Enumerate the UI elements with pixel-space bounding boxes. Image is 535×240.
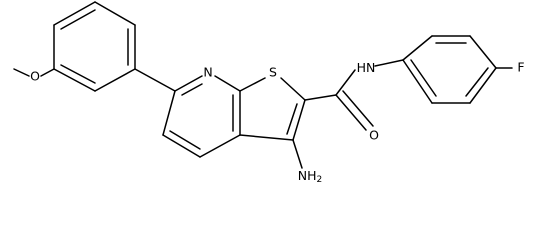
ether-oxygen-label: O: [30, 69, 40, 84]
amino-bond: [292, 139, 303, 169]
amide-nitrogen-label: HN: [357, 60, 376, 75]
fluorine-label: F: [517, 60, 524, 75]
bond-layer: [13, 1, 513, 169]
carbonyl-oxygen-label: O: [369, 128, 379, 143]
chemical-structure-diagram: O N S HN O NH2 F: [13, 1, 525, 185]
atom-label-layer: O N S HN O NH2 F: [30, 60, 525, 185]
pyridine-ring: [162, 75, 241, 158]
fluorophenyl-ring: [402, 35, 497, 104]
carboxamide-group: [304, 59, 404, 131]
biaryl-bond: [134, 68, 176, 92]
thiophene-ring: [239, 77, 306, 141]
methoxy-group: [13, 68, 55, 77]
thiophene-sulfur-label: S: [269, 65, 277, 80]
amino-n-symbol: N: [298, 168, 307, 183]
amino-group-label: NH2: [298, 168, 323, 185]
amide-n-symbol: N: [366, 60, 375, 75]
amino-h-symbol: H: [307, 168, 316, 183]
amino-h-count: 2: [317, 175, 323, 185]
amide-n-hydrogen-symbol: H: [357, 60, 366, 75]
methoxyphenyl-ring: [53, 1, 136, 92]
pyridine-nitrogen-label: N: [203, 65, 212, 80]
